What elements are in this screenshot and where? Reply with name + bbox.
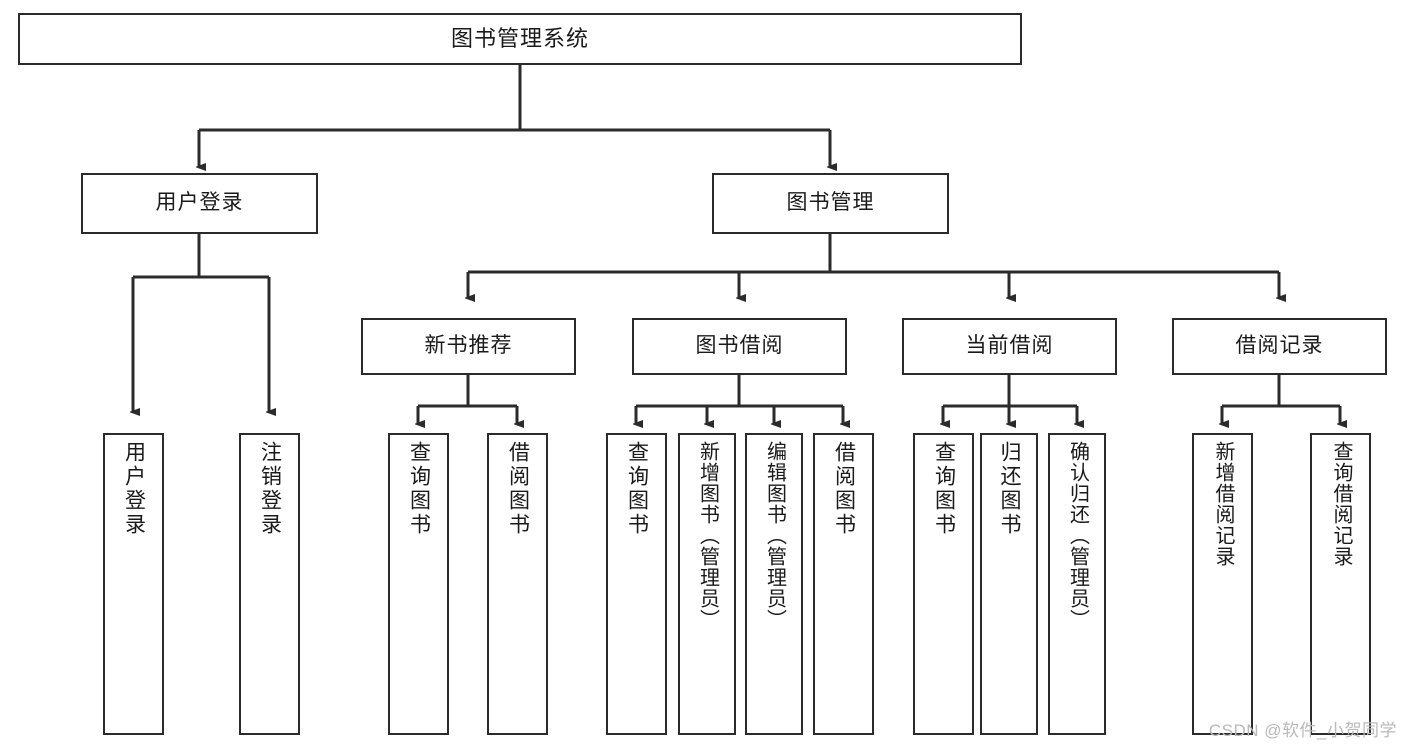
node-leaf-query-book-2[interactable]: 查询图书 — [606, 433, 667, 735]
node-leaf-confirm-return-label: 确认归还（管理员） — [1066, 441, 1089, 630]
node-new-book-rec[interactable]: 新书推荐 — [361, 318, 576, 375]
node-new-book-rec-label: 新书推荐 — [424, 334, 513, 358]
node-leaf-query-book-2-label: 查询图书 — [625, 441, 649, 537]
node-leaf-query-book-1-label: 查询图书 — [407, 441, 431, 537]
node-leaf-return-book[interactable]: 归还图书 — [980, 433, 1038, 735]
node-root-label: 图书管理系统 — [450, 25, 589, 51]
node-leaf-query-book-3[interactable]: 查询图书 — [913, 433, 974, 735]
node-user-login[interactable]: 用户登录 — [81, 173, 318, 234]
node-leaf-confirm-return[interactable]: 确认归还（管理员） — [1048, 433, 1106, 735]
node-leaf-logout-login[interactable]: 注销登录 — [239, 433, 300, 735]
node-leaf-query-record[interactable]: 查询借阅记录 — [1310, 433, 1371, 735]
node-leaf-return-book-label: 归还图书 — [998, 441, 1022, 537]
node-leaf-borrow-book-2[interactable]: 借阅图书 — [813, 433, 874, 735]
node-borrow-record[interactable]: 借阅记录 — [1172, 318, 1387, 375]
node-leaf-add-book-label: 新增图书（管理员） — [696, 441, 719, 630]
node-leaf-borrow-book-1[interactable]: 借阅图书 — [487, 433, 548, 735]
node-book-manage-label: 图书管理 — [786, 191, 875, 215]
node-leaf-query-book-1[interactable]: 查询图书 — [388, 433, 449, 735]
node-leaf-add-book[interactable]: 新增图书（管理员） — [678, 433, 736, 735]
node-book-manage[interactable]: 图书管理 — [712, 173, 949, 234]
node-book-borrow[interactable]: 图书借阅 — [632, 318, 847, 375]
node-leaf-query-book-3-label: 查询图书 — [932, 441, 956, 537]
node-root[interactable]: 图书管理系统 — [18, 13, 1022, 65]
node-borrow-record-label: 借阅记录 — [1235, 334, 1324, 358]
node-leaf-edit-book-label: 编辑图书（管理员） — [763, 441, 786, 630]
node-leaf-logout-login-label: 注销登录 — [258, 441, 282, 537]
node-current-borrow[interactable]: 当前借阅 — [902, 318, 1117, 375]
node-leaf-add-record[interactable]: 新增借阅记录 — [1192, 433, 1253, 735]
node-book-borrow-label: 图书借阅 — [695, 334, 784, 358]
node-current-borrow-label: 当前借阅 — [965, 334, 1054, 358]
node-leaf-add-record-label: 新增借阅记录 — [1212, 441, 1234, 567]
node-user-login-label: 用户登录 — [155, 191, 244, 215]
node-leaf-user-login-label: 用户登录 — [122, 441, 146, 537]
node-leaf-borrow-book-1-label: 借阅图书 — [506, 441, 530, 537]
node-leaf-borrow-book-2-label: 借阅图书 — [832, 441, 856, 537]
node-leaf-user-login[interactable]: 用户登录 — [103, 433, 164, 735]
node-leaf-edit-book[interactable]: 编辑图书（管理员） — [745, 433, 803, 735]
watermark-text: CSDN @软件_小贺同学 — [1208, 721, 1397, 740]
node-leaf-query-record-label: 查询借阅记录 — [1330, 441, 1352, 567]
